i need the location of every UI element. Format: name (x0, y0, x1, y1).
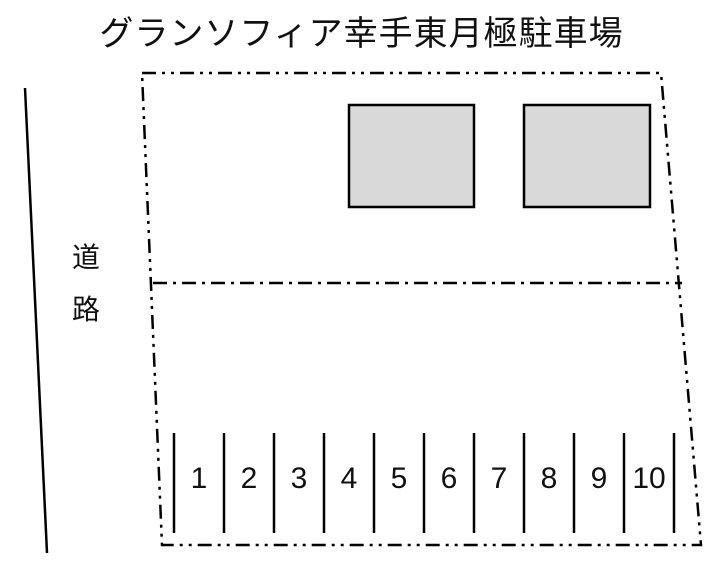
parking-space-number: 6 (440, 462, 458, 495)
parking-space-number: 3 (290, 462, 308, 495)
parking-space-number: 4 (340, 462, 358, 495)
parking-stall-dividers (172, 433, 676, 533)
road-edge-line (23, 87, 49, 554)
road-label-char-2: 路 (71, 293, 100, 326)
parking-space-number: 9 (590, 462, 608, 495)
parking-space-number: 5 (390, 462, 408, 495)
parking-space-number: 10 (632, 462, 666, 495)
page-title: グランソフィア幸手東月極駐車場 (99, 14, 624, 54)
parking-space-number: 8 (540, 462, 558, 495)
parking-space-number: 1 (190, 462, 208, 495)
road-label-char-1: 道 (71, 241, 100, 274)
parking-space-number: 7 (490, 462, 508, 495)
building-left (347, 103, 476, 209)
lot-boundary (140, 71, 703, 547)
building-right (522, 103, 652, 209)
parking-space-number: 2 (240, 462, 258, 495)
